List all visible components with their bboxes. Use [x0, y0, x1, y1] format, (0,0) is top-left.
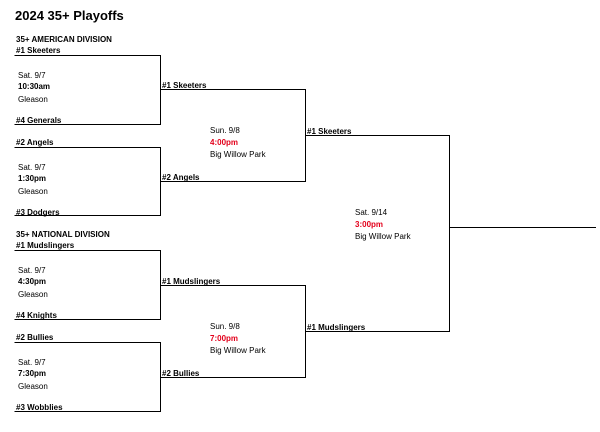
nat-semi-venue: Big Willow Park [210, 346, 266, 355]
am-g2-team1: #2 Angels [16, 138, 54, 147]
nat-semi-time: 7:00pm [210, 334, 239, 343]
final-date: Sat. 9/14 [355, 208, 388, 217]
am-g1-venue: Gleason [18, 95, 48, 104]
nat-semi-date: Sun. 9/8 [210, 322, 240, 331]
final-venue: Big Willow Park [355, 232, 411, 241]
nat-g1-team1: #1 Mudslingers [16, 241, 75, 250]
nat-g2-team1: #2 Bullies [16, 333, 54, 342]
am-semi-team2: #2 Angels [162, 173, 200, 182]
nat-g2-venue: Gleason [18, 382, 48, 391]
am-g1-time: 10:30am [18, 82, 51, 91]
am-g1-team2: #4 Generals [16, 116, 62, 125]
nat-g2-time: 7:30pm [18, 369, 47, 378]
am-g2-time: 1:30pm [18, 174, 47, 183]
nat-g1-date: Sat. 9/7 [18, 266, 46, 275]
am-semi-team1: #1 Skeeters [162, 81, 207, 90]
nat-g1-venue: Gleason [18, 290, 48, 299]
am-g2-venue: Gleason [18, 187, 48, 196]
am-semi-date: Sun. 9/8 [210, 126, 240, 135]
national-division-heading: 35+ NATIONAL DIVISION [16, 230, 110, 239]
bracket-line-final [305, 135, 450, 332]
american-division-heading: 35+ AMERICAN DIVISION [16, 35, 112, 44]
am-g1-date: Sat. 9/7 [18, 71, 46, 80]
am-semi-time: 4:00pm [210, 138, 239, 147]
nat-semi-team2: #2 Bullies [162, 369, 200, 378]
final-team1: #1 Skeeters [307, 127, 352, 136]
am-g2-team2: #3 Dodgers [16, 208, 60, 217]
nat-semi-team1: #1 Mudslingers [162, 277, 221, 286]
am-semi-venue: Big Willow Park [210, 150, 266, 159]
am-g2-date: Sat. 9/7 [18, 163, 46, 172]
final-time: 3:00pm [355, 220, 384, 229]
am-g1-team1: #1 Skeeters [16, 46, 61, 55]
nat-g1-time: 4:30pm [18, 277, 47, 286]
nat-g1-team2: #4 Knights [16, 311, 57, 320]
nat-g2-team2: #3 Wobblies [16, 403, 63, 412]
nat-g2-date: Sat. 9/7 [18, 358, 46, 367]
page-title: 2024 35+ Playoffs [15, 8, 124, 23]
final-team2: #1 Mudslingers [307, 323, 366, 332]
